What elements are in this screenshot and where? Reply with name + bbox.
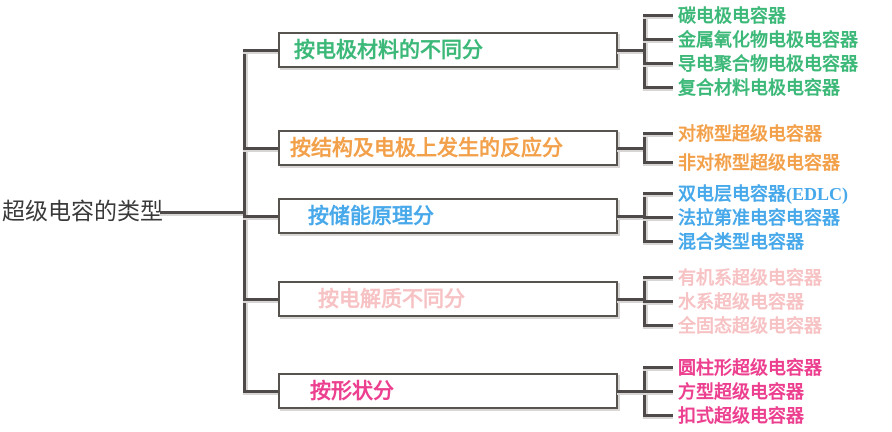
branch-out-line-2 [617, 147, 645, 152]
category-box-electrode-material[interactable]: 按电极材料的不同分 [278, 32, 618, 68]
leaf-connector-3-2 [643, 216, 673, 221]
leaf-connector-3-1 [643, 192, 673, 197]
category-label-structure-reaction: 按结构及电极上发生的反应分 [290, 135, 563, 160]
leaf-connector-1-3 [643, 62, 673, 67]
branch-connector-1 [243, 49, 280, 54]
branch-connector-2 [243, 147, 280, 152]
branch-out-line-3 [617, 215, 645, 220]
branch-connector-5 [243, 390, 280, 395]
leaf-connector-4-3 [643, 324, 673, 329]
leaf-connector-3-3 [643, 240, 673, 245]
leaf-connector-4-1 [643, 276, 673, 281]
leaf-label-2-1: 对称型超级电容器 [678, 124, 822, 144]
leaf-label-5-3: 扣式超级电容器 [678, 406, 804, 426]
leaf-connector-1-2 [643, 38, 673, 43]
leaf-label-3-2: 法拉第准电容电容器 [678, 208, 840, 228]
category-label-shape: 按形状分 [310, 378, 394, 403]
branch-connector-4 [243, 298, 280, 303]
branch-out-line-5 [617, 390, 645, 395]
leaf-label-3-1: 双电层电容器(EDLC) [678, 184, 848, 204]
root-stem-line [160, 211, 246, 216]
leaf-spine-1 [643, 14, 648, 86]
leaf-label-1-3: 导电聚合物电极电容器 [678, 54, 858, 74]
category-label-electrolyte: 按电解质不同分 [318, 286, 465, 311]
leaf-connector-1-1 [643, 14, 673, 19]
trunk-line [243, 49, 248, 393]
leaf-connector-5-2 [643, 390, 673, 395]
leaf-label-1-2: 金属氧化物电极电容器 [678, 30, 858, 50]
leaf-label-4-3: 全固态超级电容器 [678, 316, 822, 336]
branch-out-line-1 [617, 49, 645, 54]
category-label-energy-storage-principle: 按储能原理分 [308, 203, 434, 228]
leaf-connector-5-1 [643, 366, 673, 371]
leaf-label-1-1: 碳电极电容器 [678, 6, 786, 26]
leaf-label-5-1: 圆柱形超级电容器 [678, 358, 822, 378]
leaf-connector-1-4 [643, 86, 673, 91]
root-node-label: 超级电容的类型 [2, 199, 163, 224]
category-label-electrode-material: 按电极材料的不同分 [294, 37, 483, 62]
leaf-connector-2-1 [643, 132, 673, 137]
category-box-energy-storage-principle[interactable]: 按储能原理分 [278, 198, 618, 234]
leaf-label-1-4: 复合材料电极电容器 [678, 78, 840, 98]
category-box-shape[interactable]: 按形状分 [278, 373, 618, 409]
branch-out-line-4 [617, 298, 645, 303]
leaf-label-4-2: 水系超级电容器 [678, 292, 804, 312]
leaf-label-3-3: 混合类型电容器 [678, 232, 804, 252]
leaf-connector-4-2 [643, 300, 673, 305]
leaf-label-5-2: 方型超级电容器 [678, 382, 804, 402]
leaf-label-4-1: 有机系超级电容器 [678, 268, 822, 288]
branch-connector-3 [243, 215, 280, 220]
leaf-connector-2-2 [643, 161, 673, 166]
leaf-connector-5-3 [643, 414, 673, 419]
leaf-spine-2 [643, 132, 648, 164]
category-box-structure-reaction[interactable]: 按结构及电极上发生的反应分 [278, 130, 618, 166]
category-box-electrolyte[interactable]: 按电解质不同分 [278, 281, 618, 317]
leaf-label-2-2: 非对称型超级电容器 [678, 153, 840, 173]
